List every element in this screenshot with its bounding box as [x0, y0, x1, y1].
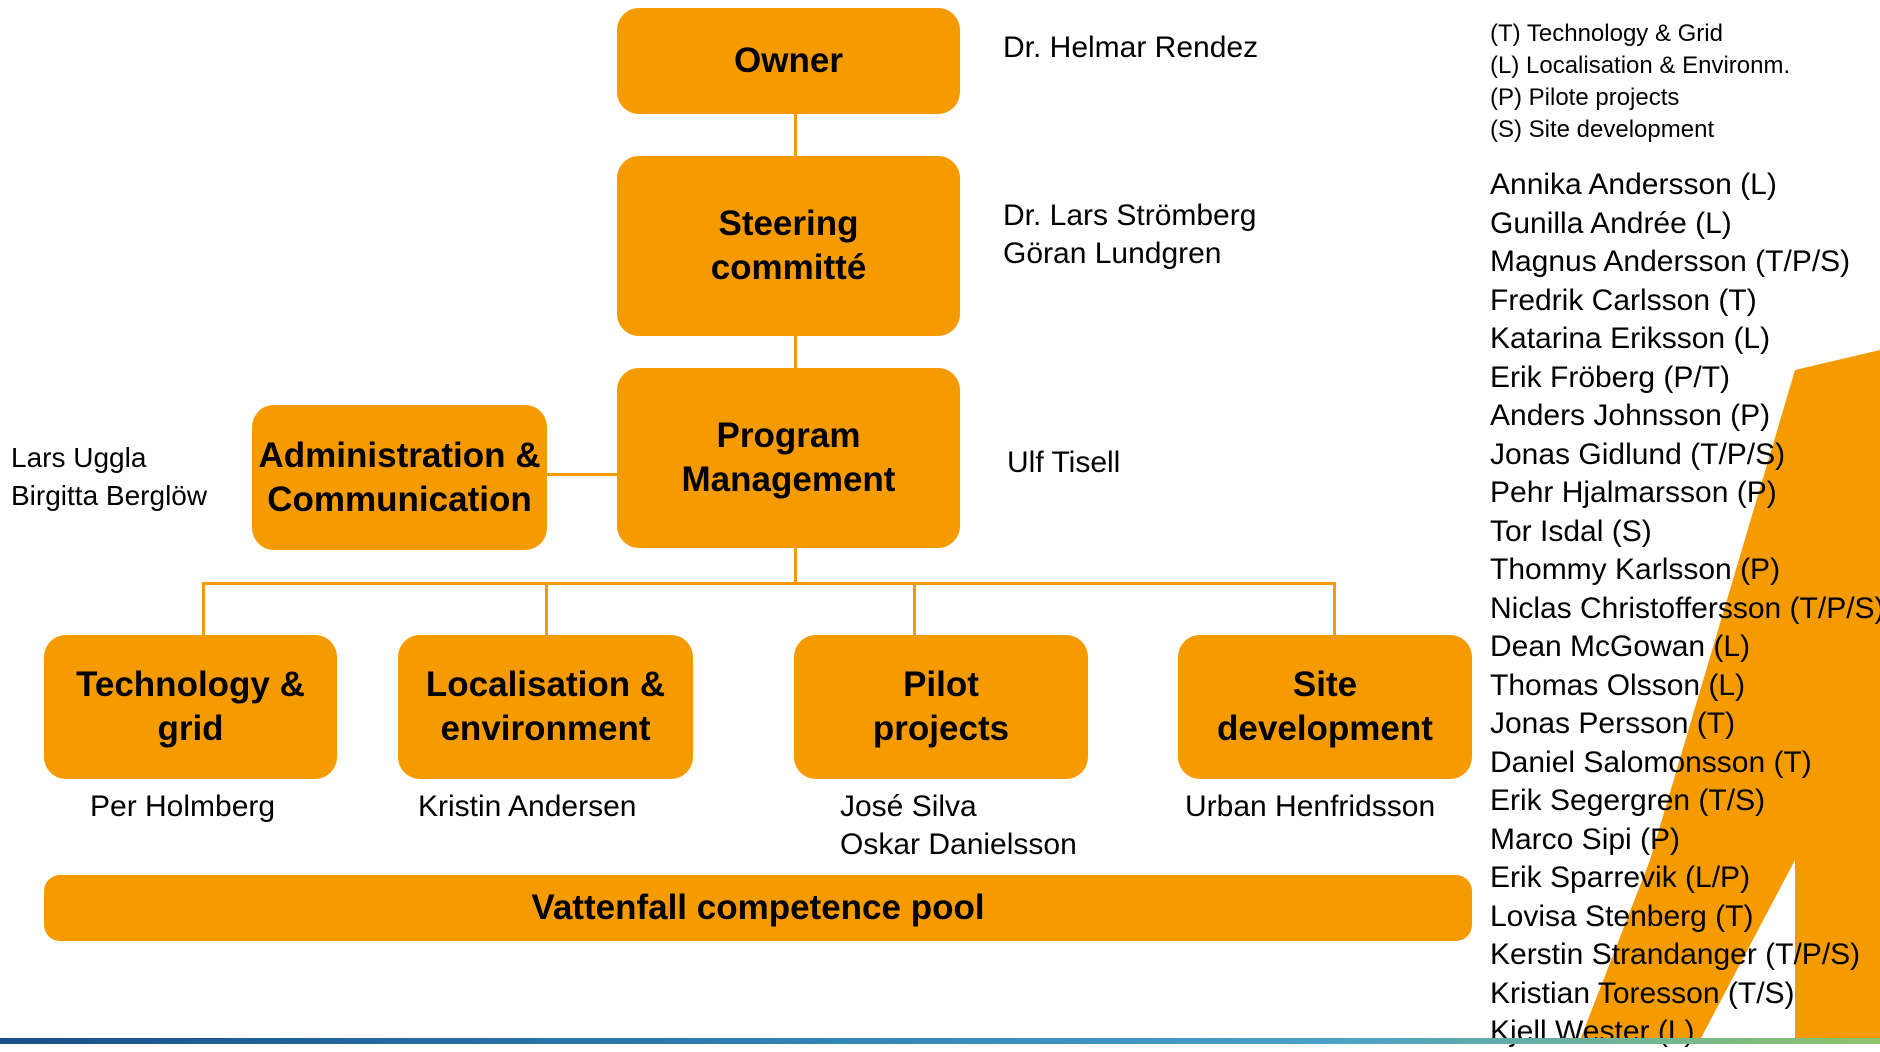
admin-person-1: Lars Uggla	[11, 442, 147, 473]
connector-program-down	[794, 533, 797, 583]
site-person: Urban Henfridsson	[1185, 788, 1435, 826]
admin-person-2: Birgitta Berglöw	[11, 480, 208, 511]
pilot-projects-box: Pilot projects	[794, 635, 1088, 779]
pilot-person-1: José Silva	[840, 790, 977, 823]
roster-item: Erik Fröberg (P/T)	[1490, 360, 1731, 394]
roster-item: Marco Sipi (P)	[1490, 822, 1681, 856]
roster-item: Kerstin Strandanger (T/P/S)	[1490, 938, 1861, 971]
technology-person: Per Holmberg	[90, 788, 275, 826]
technology-grid-box: Technology & grid	[44, 635, 337, 779]
program-box-line-1: Program	[716, 416, 861, 455]
legend-item: (T) Technology & Grid	[1490, 20, 1723, 47]
pilot-box-line-1: Pilot	[903, 665, 979, 704]
owner-person-name: Dr. Helmar Rendez	[1003, 31, 1259, 64]
connector-steering-program	[794, 334, 797, 370]
pilot-person-2: Oskar Danielsson	[840, 828, 1077, 861]
roster-item: Gunilla Andrée (L)	[1490, 206, 1732, 240]
localisation-environment-box: Localisation & environment	[398, 635, 693, 779]
technology-box-line-2: grid	[157, 709, 224, 748]
owner-person: Dr. Helmar Rendez	[1003, 29, 1258, 67]
roster-item: Tor Isdal (S)	[1490, 514, 1652, 548]
owner-box-label: Owner	[734, 41, 843, 80]
steering-box-line-1: Steering	[718, 204, 859, 243]
legend-item: (S) Site development	[1490, 116, 1715, 143]
connector-technology	[202, 582, 205, 636]
roster-item: Pehr Hjalmarsson (P)	[1490, 476, 1777, 509]
connector-owner-steering	[794, 112, 797, 158]
legend-item: (P) Pilote projects	[1490, 84, 1680, 111]
localisation-person-name: Kristin Andersen	[418, 790, 637, 823]
technology-person-name: Per Holmberg	[90, 790, 276, 823]
roster-item: Thommy Karlsson (P)	[1490, 553, 1781, 586]
roster-item: Daniel Salomonsson (T)	[1490, 745, 1812, 779]
connector-site	[1333, 582, 1336, 636]
roster-item: Annika Andersson (L)	[1490, 168, 1777, 201]
roster-item: Jonas Persson (T)	[1490, 707, 1736, 740]
localisation-box-line-2: environment	[440, 709, 651, 748]
localisation-box-line-1: Localisation &	[425, 665, 666, 704]
steering-box-line-2: committé	[710, 248, 867, 287]
connector-horizontal-bus	[202, 582, 1335, 585]
program-box-line-2: Management	[681, 460, 896, 499]
steering-person-2: Göran Lundgren	[1003, 237, 1222, 270]
site-box-line-1: Site	[1292, 665, 1358, 704]
roster-item: Jonas Gidlund (T/P/S)	[1490, 437, 1786, 471]
program-person-name: Ulf Tisell	[1007, 446, 1121, 479]
admin-box-line-2: Communication	[267, 479, 532, 519]
roster-item: Dean McGowan (L)	[1490, 630, 1751, 663]
site-development-box: Site development	[1178, 635, 1472, 779]
competence-pool-bar: Vattenfall competence pool	[44, 875, 1472, 941]
steering-people: Dr. Lars Strömberg Göran Lundgren	[1003, 197, 1256, 273]
owner-box: Owner	[617, 8, 960, 114]
connector-admin-program	[544, 473, 617, 476]
program-person: Ulf Tisell	[1007, 444, 1120, 482]
pilot-people: José Silva Oskar Danielsson	[840, 788, 1077, 864]
steering-person-1: Dr. Lars Strömberg	[1003, 199, 1257, 232]
roster-item: Thomas Olsson (L)	[1490, 668, 1746, 702]
roster-item: Katarina Eriksson (L)	[1490, 322, 1771, 355]
technology-box-line-1: Technology &	[76, 665, 305, 704]
admin-people: Lars Uggla Birgitta Berglöw	[11, 439, 207, 515]
footer-color-band	[0, 1038, 1880, 1044]
competence-pool-roster: Annika Andersson (L) Gunilla Andrée (L) …	[1490, 166, 1880, 1052]
competence-pool-label: Vattenfall competence pool	[531, 888, 985, 927]
roster-item: Magnus Andersson (T/P/S)	[1490, 245, 1851, 278]
role-legend: (T) Technology & Grid (L) Localisation &…	[1490, 18, 1790, 146]
roster-item: Erik Segergren (T/S)	[1490, 784, 1766, 817]
roster-item: Anders Johnsson (P)	[1490, 399, 1771, 432]
steering-committee-box: Steering committé	[617, 156, 960, 336]
roster-item: Kjell Wester (L)	[1490, 1015, 1695, 1048]
roster-item: Lovisa Stenberg (T)	[1490, 899, 1754, 933]
program-management-box: Program Management	[617, 368, 960, 548]
roster-item: Fredrik Carlsson (T)	[1490, 283, 1757, 317]
legend-item: (L) Localisation & Environm.	[1490, 52, 1791, 79]
pilot-box-line-2: projects	[872, 709, 1010, 748]
localisation-person: Kristin Andersen	[418, 788, 636, 826]
site-box-line-2: development	[1217, 709, 1433, 748]
roster-item: Erik Sparrevik (L/P)	[1490, 861, 1751, 894]
administration-communication-box: Administration & Communication	[252, 405, 547, 550]
admin-box-line-1: Administration &	[258, 435, 541, 475]
site-person-name: Urban Henfridsson	[1185, 790, 1436, 823]
connector-pilot	[913, 582, 916, 636]
roster-item: Kristian Toresson (T/S)	[1490, 976, 1795, 1010]
connector-localisation	[545, 582, 548, 636]
roster-item: Niclas Christoffersson (T/P/S)	[1490, 591, 1880, 625]
